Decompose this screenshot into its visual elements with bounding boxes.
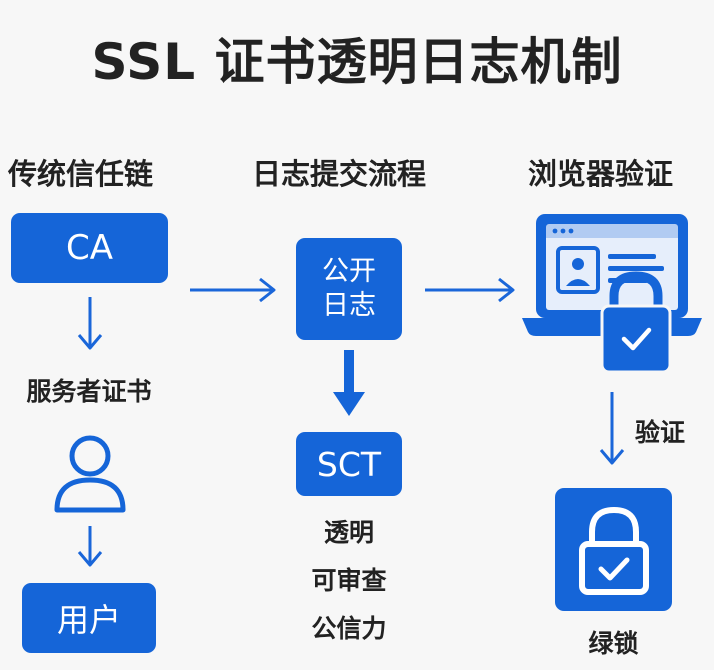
sct-box: SCT (296, 432, 402, 496)
green-lock-label: 绿锁 (588, 629, 639, 658)
verify-label: 验证 (635, 418, 686, 447)
arrow-right-to-browser (425, 277, 515, 303)
arrow-down-ca-to-cert (77, 297, 103, 350)
public-log-line1: 公开 (322, 256, 376, 287)
column-header-log-submission: 日志提交流程 (252, 157, 427, 191)
arrow-right-to-log (190, 277, 276, 303)
benefit-auditable: 可审查 (311, 566, 387, 595)
ca-box: CA (11, 213, 168, 283)
arrow-down-icon-to-user (77, 526, 103, 567)
user-box: 用户 (22, 583, 156, 653)
column-header-browser-verify: 浏览器验证 (528, 157, 674, 191)
padlock-check-icon (578, 506, 649, 595)
laptop-browser-icon (522, 214, 702, 374)
user-icon (54, 435, 126, 513)
server-cert-label: 服务者证书 (26, 377, 152, 406)
public-log-line2: 日志 (322, 290, 376, 321)
green-lock-box (555, 488, 672, 611)
benefit-credibility: 公信力 (311, 614, 387, 643)
column-header-traditional-chain: 传统信任链 (8, 157, 154, 191)
page-title: SSL 证书透明日志机制 (91, 33, 623, 91)
public-log-box: 公开 日志 (296, 238, 402, 340)
arrow-down-browser-to-lock (599, 392, 625, 465)
benefit-transparent: 透明 (323, 518, 374, 547)
arrow-down-log-to-sct (333, 350, 365, 416)
